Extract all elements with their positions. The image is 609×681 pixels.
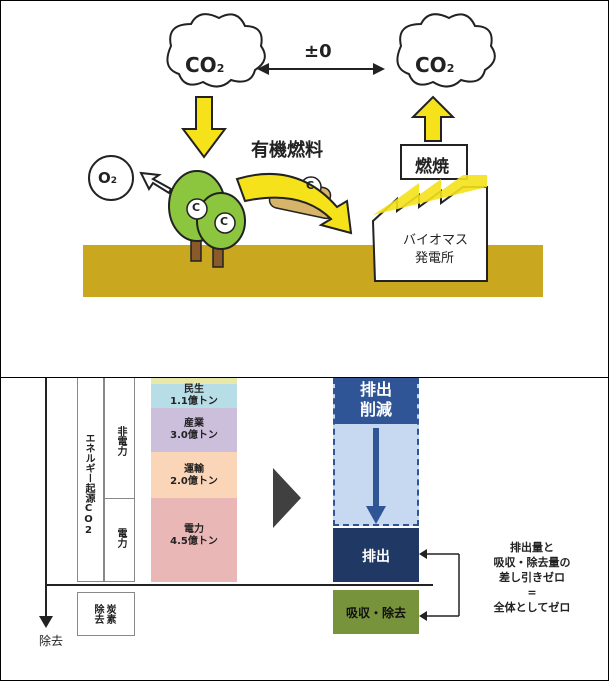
fossil-fuel-label: 有機燃料 — [251, 140, 323, 161]
top-strip — [151, 378, 237, 384]
reduction-label: 排出削減 — [335, 380, 417, 420]
plant-label-2: 発電所 — [415, 251, 455, 266]
energy-column — [77, 378, 104, 582]
zero-line — [45, 584, 433, 586]
trees — [168, 170, 246, 268]
carbon-cycle-illustration — [83, 13, 543, 297]
plant-label-1: バイオマス — [403, 233, 469, 248]
co2-right-label: CO2 — [415, 53, 455, 77]
note-line-1: 排出量と — [510, 541, 554, 554]
axis-label: 除去 — [39, 634, 64, 648]
balance-bracket — [419, 549, 460, 621]
co2-left-label: CO2 — [185, 53, 225, 77]
co2-cloud-right — [396, 13, 496, 88]
carbon-removal-box — [77, 592, 135, 636]
sector-name: 産業 — [184, 418, 204, 429]
carbon-label-tree1: C — [192, 201, 201, 214]
reduction-text: 排出削減 — [359, 380, 392, 419]
emit-arrow — [410, 95, 456, 142]
note-line-4: = — [527, 586, 537, 599]
carbon-label-log: C — [306, 179, 315, 192]
vertical-axis — [45, 378, 47, 620]
energy-label: エネルギー起源CO2 — [83, 433, 94, 536]
sector-value: 4.5億トン — [170, 536, 218, 547]
absorption-box — [333, 590, 419, 634]
sector-value: 2.0億トン — [170, 476, 218, 487]
note-line-5: 全体としてゼロ — [493, 601, 571, 614]
carbon-removal-label: 炭素除去 — [91, 604, 115, 628]
o2-label: O2 — [98, 169, 118, 187]
sector-value: 3.0億トン — [170, 430, 218, 441]
transition-arrow-icon — [273, 468, 301, 528]
co2-cloud-left — [166, 13, 266, 88]
absorb-arrow — [181, 96, 227, 159]
balance-label: ±0 — [304, 41, 332, 62]
sector-block-residential: 民生 1.1億トン — [151, 384, 237, 408]
note-line-3: 差し引きゼロ — [499, 571, 565, 584]
sector-name: 電力 — [184, 524, 204, 535]
top-panel: CO2 CO2 ±0 O2 C C C 有機燃料 燃焼 バイオマス 発電所 — [0, 0, 609, 378]
carbon-removal-text: 炭素除去 — [92, 604, 115, 624]
balance-note: 排出量と 吸収・除去量の 差し引きゼロ = 全体としてゼロ — [469, 540, 595, 615]
bottom-panel: 除去 エネルギー起源CO2 非電力 電力 炭素除去 民生 1.1億トン 産業 3… — [0, 377, 609, 681]
axis-arrow-down — [39, 616, 53, 628]
non-power-label: 非電力 — [115, 426, 126, 456]
emission-box — [333, 528, 419, 582]
sector-block-transport: 運輸 2.0億トン — [151, 452, 237, 498]
reduction-label-bg — [335, 378, 417, 424]
sector-value: 1.1億トン — [170, 396, 218, 407]
emission-label: 排出 — [362, 549, 390, 565]
subcategory-divider — [104, 498, 135, 499]
combustion-box — [400, 144, 468, 180]
absorption-label: 吸収・除去 — [345, 606, 406, 620]
sector-block-industry: 産業 3.0億トン — [151, 408, 237, 452]
sector-block-power: 電力 4.5億トン — [151, 498, 237, 582]
o2-circle — [88, 155, 134, 201]
fuel-arrow — [235, 172, 353, 235]
power-label: 電力 — [115, 528, 126, 548]
combustion-label: 燃焼 — [415, 157, 449, 177]
subcategory-column — [104, 378, 135, 582]
sector-name: 運輸 — [184, 464, 204, 475]
reduction-arrow — [366, 428, 386, 524]
sector-name: 民生 — [184, 384, 204, 395]
carbon-label-tree2: C — [220, 215, 229, 228]
note-line-2: 吸収・除去量の — [493, 556, 571, 569]
